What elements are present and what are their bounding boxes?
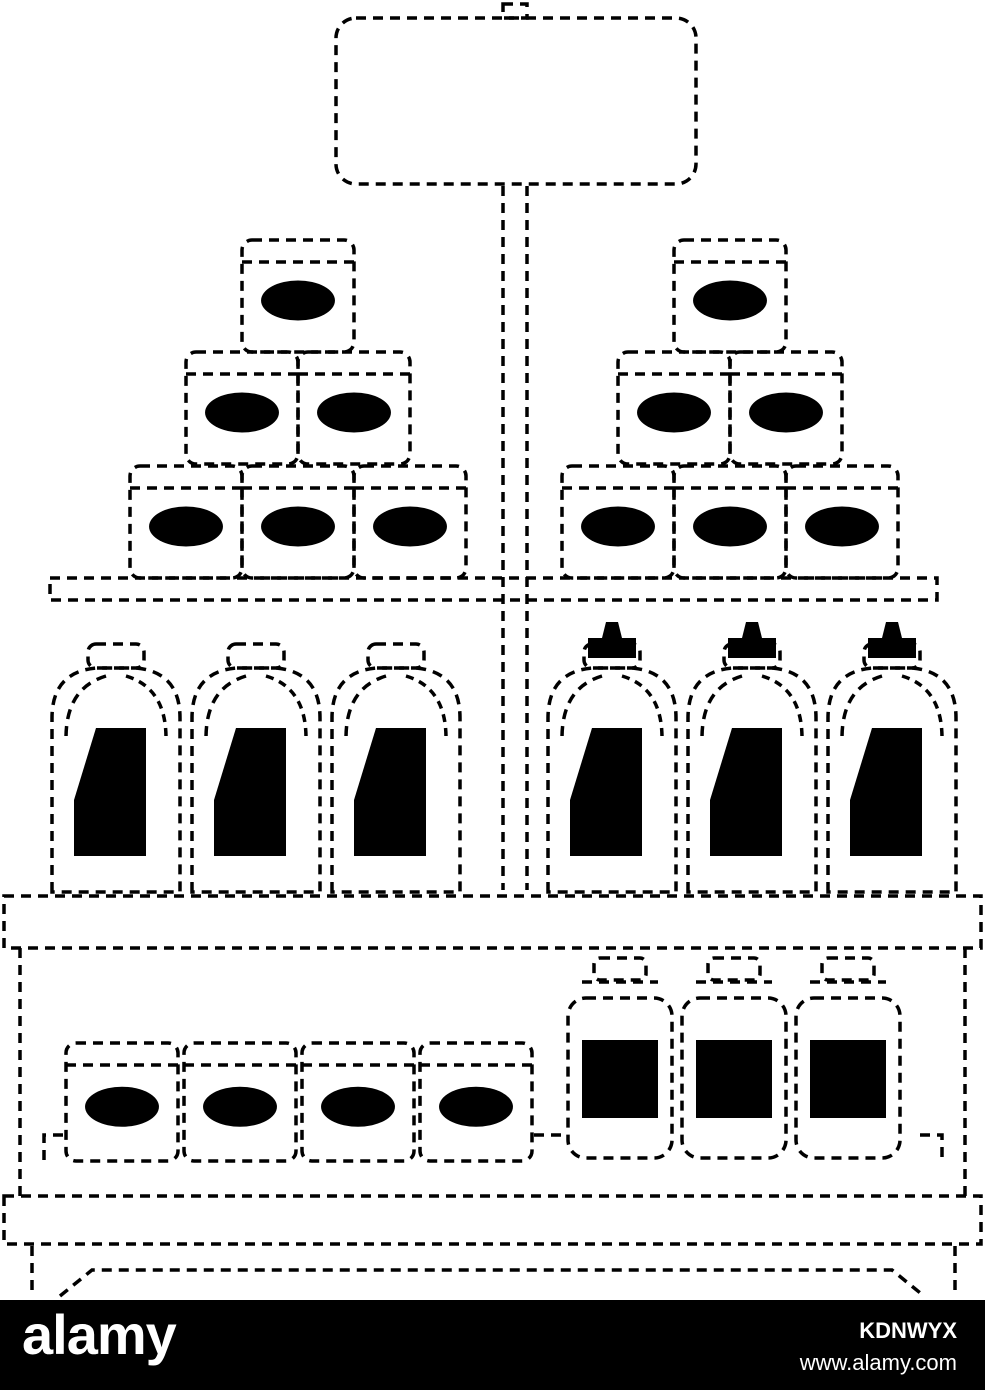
bottle-label xyxy=(810,1040,886,1118)
can xyxy=(64,1041,180,1163)
shelf-base-feet xyxy=(30,1246,957,1298)
bottle-label xyxy=(354,728,426,856)
detergent-bottle-row xyxy=(50,622,958,894)
sign-pole xyxy=(501,186,529,890)
can xyxy=(300,1041,416,1163)
can xyxy=(418,1041,534,1163)
can xyxy=(616,350,732,466)
alamy-logo: alamy xyxy=(22,1303,177,1366)
can xyxy=(672,238,788,354)
can-label xyxy=(805,506,879,547)
can-label xyxy=(203,1086,277,1127)
can xyxy=(240,464,356,580)
can-label xyxy=(321,1086,395,1127)
can-label xyxy=(373,506,447,547)
shelf-illustration xyxy=(2,2,983,1298)
can xyxy=(240,238,356,354)
can-label xyxy=(749,392,823,433)
can xyxy=(128,464,244,580)
small-bottle xyxy=(680,956,788,1160)
bottom-can-row xyxy=(64,1041,534,1163)
can xyxy=(728,350,844,466)
bottle-label xyxy=(696,1040,772,1118)
bottle-cap xyxy=(728,622,776,658)
bottle-label xyxy=(74,728,146,856)
bottle-label xyxy=(582,1040,658,1118)
can-label xyxy=(261,280,335,321)
small-bottle xyxy=(566,956,674,1160)
bottle-label xyxy=(570,728,642,856)
can-label xyxy=(581,506,655,547)
can xyxy=(184,350,300,466)
bottom-bottle-row xyxy=(566,956,902,1160)
can-label xyxy=(637,392,711,433)
can-label xyxy=(317,392,391,433)
can xyxy=(560,464,676,580)
detergent-bottle xyxy=(686,622,818,894)
detergent-bottle xyxy=(546,622,678,894)
counter-body xyxy=(18,948,967,1196)
detergent-bottle xyxy=(330,642,462,894)
can xyxy=(784,464,900,580)
detergent-bottle xyxy=(826,622,958,894)
bottle-label xyxy=(850,728,922,856)
can-label xyxy=(693,280,767,321)
site-url: www.alamy.com xyxy=(799,1350,957,1375)
can-label xyxy=(261,506,335,547)
can-label xyxy=(149,506,223,547)
bottle-cap xyxy=(868,622,916,658)
can-label xyxy=(439,1086,513,1127)
can-pyramid-right xyxy=(560,238,900,580)
bottle-label xyxy=(710,728,782,856)
can xyxy=(296,350,412,466)
can xyxy=(182,1041,298,1163)
bottle-label xyxy=(214,728,286,856)
price-sign xyxy=(334,2,698,186)
can-pyramid-left xyxy=(128,238,468,580)
can xyxy=(672,464,788,580)
small-bottle xyxy=(794,956,902,1160)
can-label xyxy=(693,506,767,547)
counter-top xyxy=(2,894,983,950)
detergent-bottle xyxy=(50,642,182,894)
top-shelf xyxy=(48,576,939,602)
bottle-cap xyxy=(588,622,636,658)
watermark-footer-bar xyxy=(0,1300,985,1390)
image-id: KDNWYX xyxy=(859,1318,957,1343)
detergent-bottle xyxy=(190,642,322,894)
can xyxy=(352,464,468,580)
can-label xyxy=(205,392,279,433)
can-label xyxy=(85,1086,159,1127)
base-shelf xyxy=(2,1194,983,1246)
